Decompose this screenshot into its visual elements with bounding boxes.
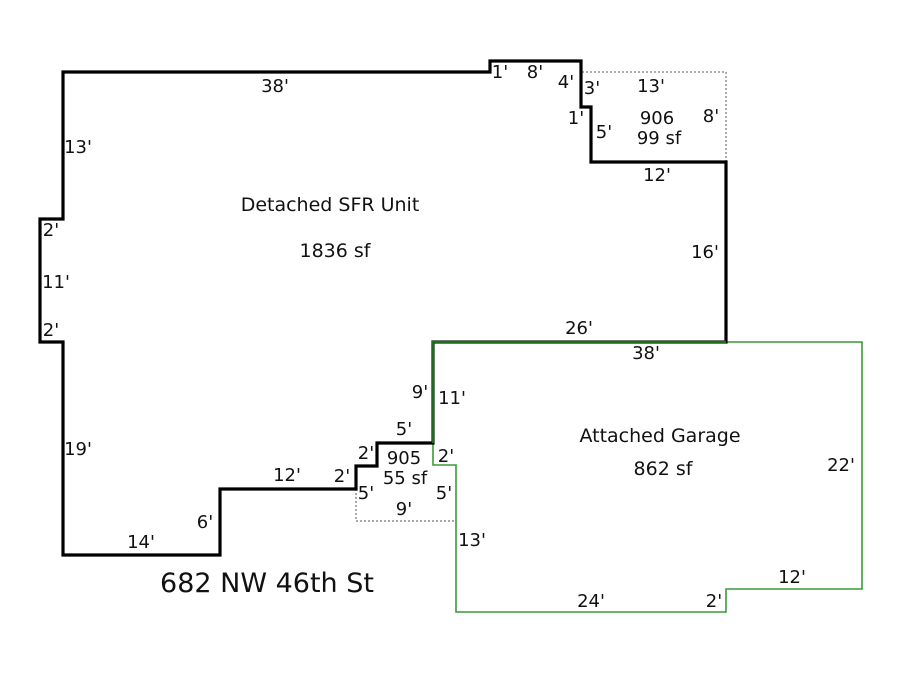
dim-label: 14' — [127, 532, 155, 553]
dim-label: 3' — [584, 78, 600, 99]
dim-label: 1' — [568, 108, 584, 129]
area-905-outline — [355, 489, 456, 522]
area-906-name: 906 — [640, 108, 674, 129]
dim-label: 13' — [637, 76, 665, 97]
dim-label: 12' — [273, 465, 301, 486]
dim-label: 1' — [492, 62, 508, 83]
property-address: 682 NW 46th St — [160, 568, 374, 599]
dim-label: 5' — [396, 419, 412, 440]
dim-label: 13' — [458, 530, 486, 551]
dim-label: 5' — [436, 483, 452, 504]
dim-label: 11' — [438, 388, 466, 409]
dim-label: 24' — [577, 591, 605, 612]
dim-label: 9' — [412, 382, 428, 403]
dim-label: 11' — [42, 272, 70, 293]
dim-label: 2' — [334, 466, 350, 487]
area-906-area: 99 sf — [637, 128, 682, 149]
dim-label: 19' — [64, 439, 92, 460]
garage-area: 862 sf — [634, 458, 694, 480]
dim-label: 12' — [643, 165, 671, 186]
dim-label: 26' — [565, 318, 593, 339]
house-name: Detached SFR Unit — [241, 194, 420, 216]
dim-label: 38' — [261, 76, 289, 97]
dim-label: 5' — [358, 483, 374, 504]
garage-name: Attached Garage — [579, 425, 740, 447]
dim-label: 2' — [438, 446, 454, 467]
dim-label: 6' — [197, 512, 213, 533]
dim-label: 5' — [596, 122, 612, 143]
house-area: 1836 sf — [300, 240, 372, 262]
dim-label: 12' — [778, 567, 806, 588]
area-905-area: 55 sf — [383, 468, 428, 489]
dim-label: 16' — [691, 242, 719, 263]
dim-label: 22' — [827, 455, 855, 476]
dim-label: 8' — [703, 106, 719, 127]
dim-label: 38' — [632, 343, 660, 364]
area-905-name: 905 — [387, 448, 421, 469]
house-outline — [38, 59, 728, 557]
dim-label: 4' — [558, 72, 574, 93]
dim-label: 2' — [358, 443, 374, 464]
area-906-outline — [582, 71, 727, 162]
dim-label: 9' — [396, 499, 412, 520]
garage-outline — [432, 341, 863, 613]
dim-label: 2' — [706, 591, 722, 612]
dim-label: 8' — [527, 62, 543, 83]
dim-label: 2' — [43, 320, 59, 341]
dim-label: 13' — [64, 137, 92, 158]
dim-label: 2' — [43, 220, 59, 241]
shared-wall — [431, 340, 726, 443]
